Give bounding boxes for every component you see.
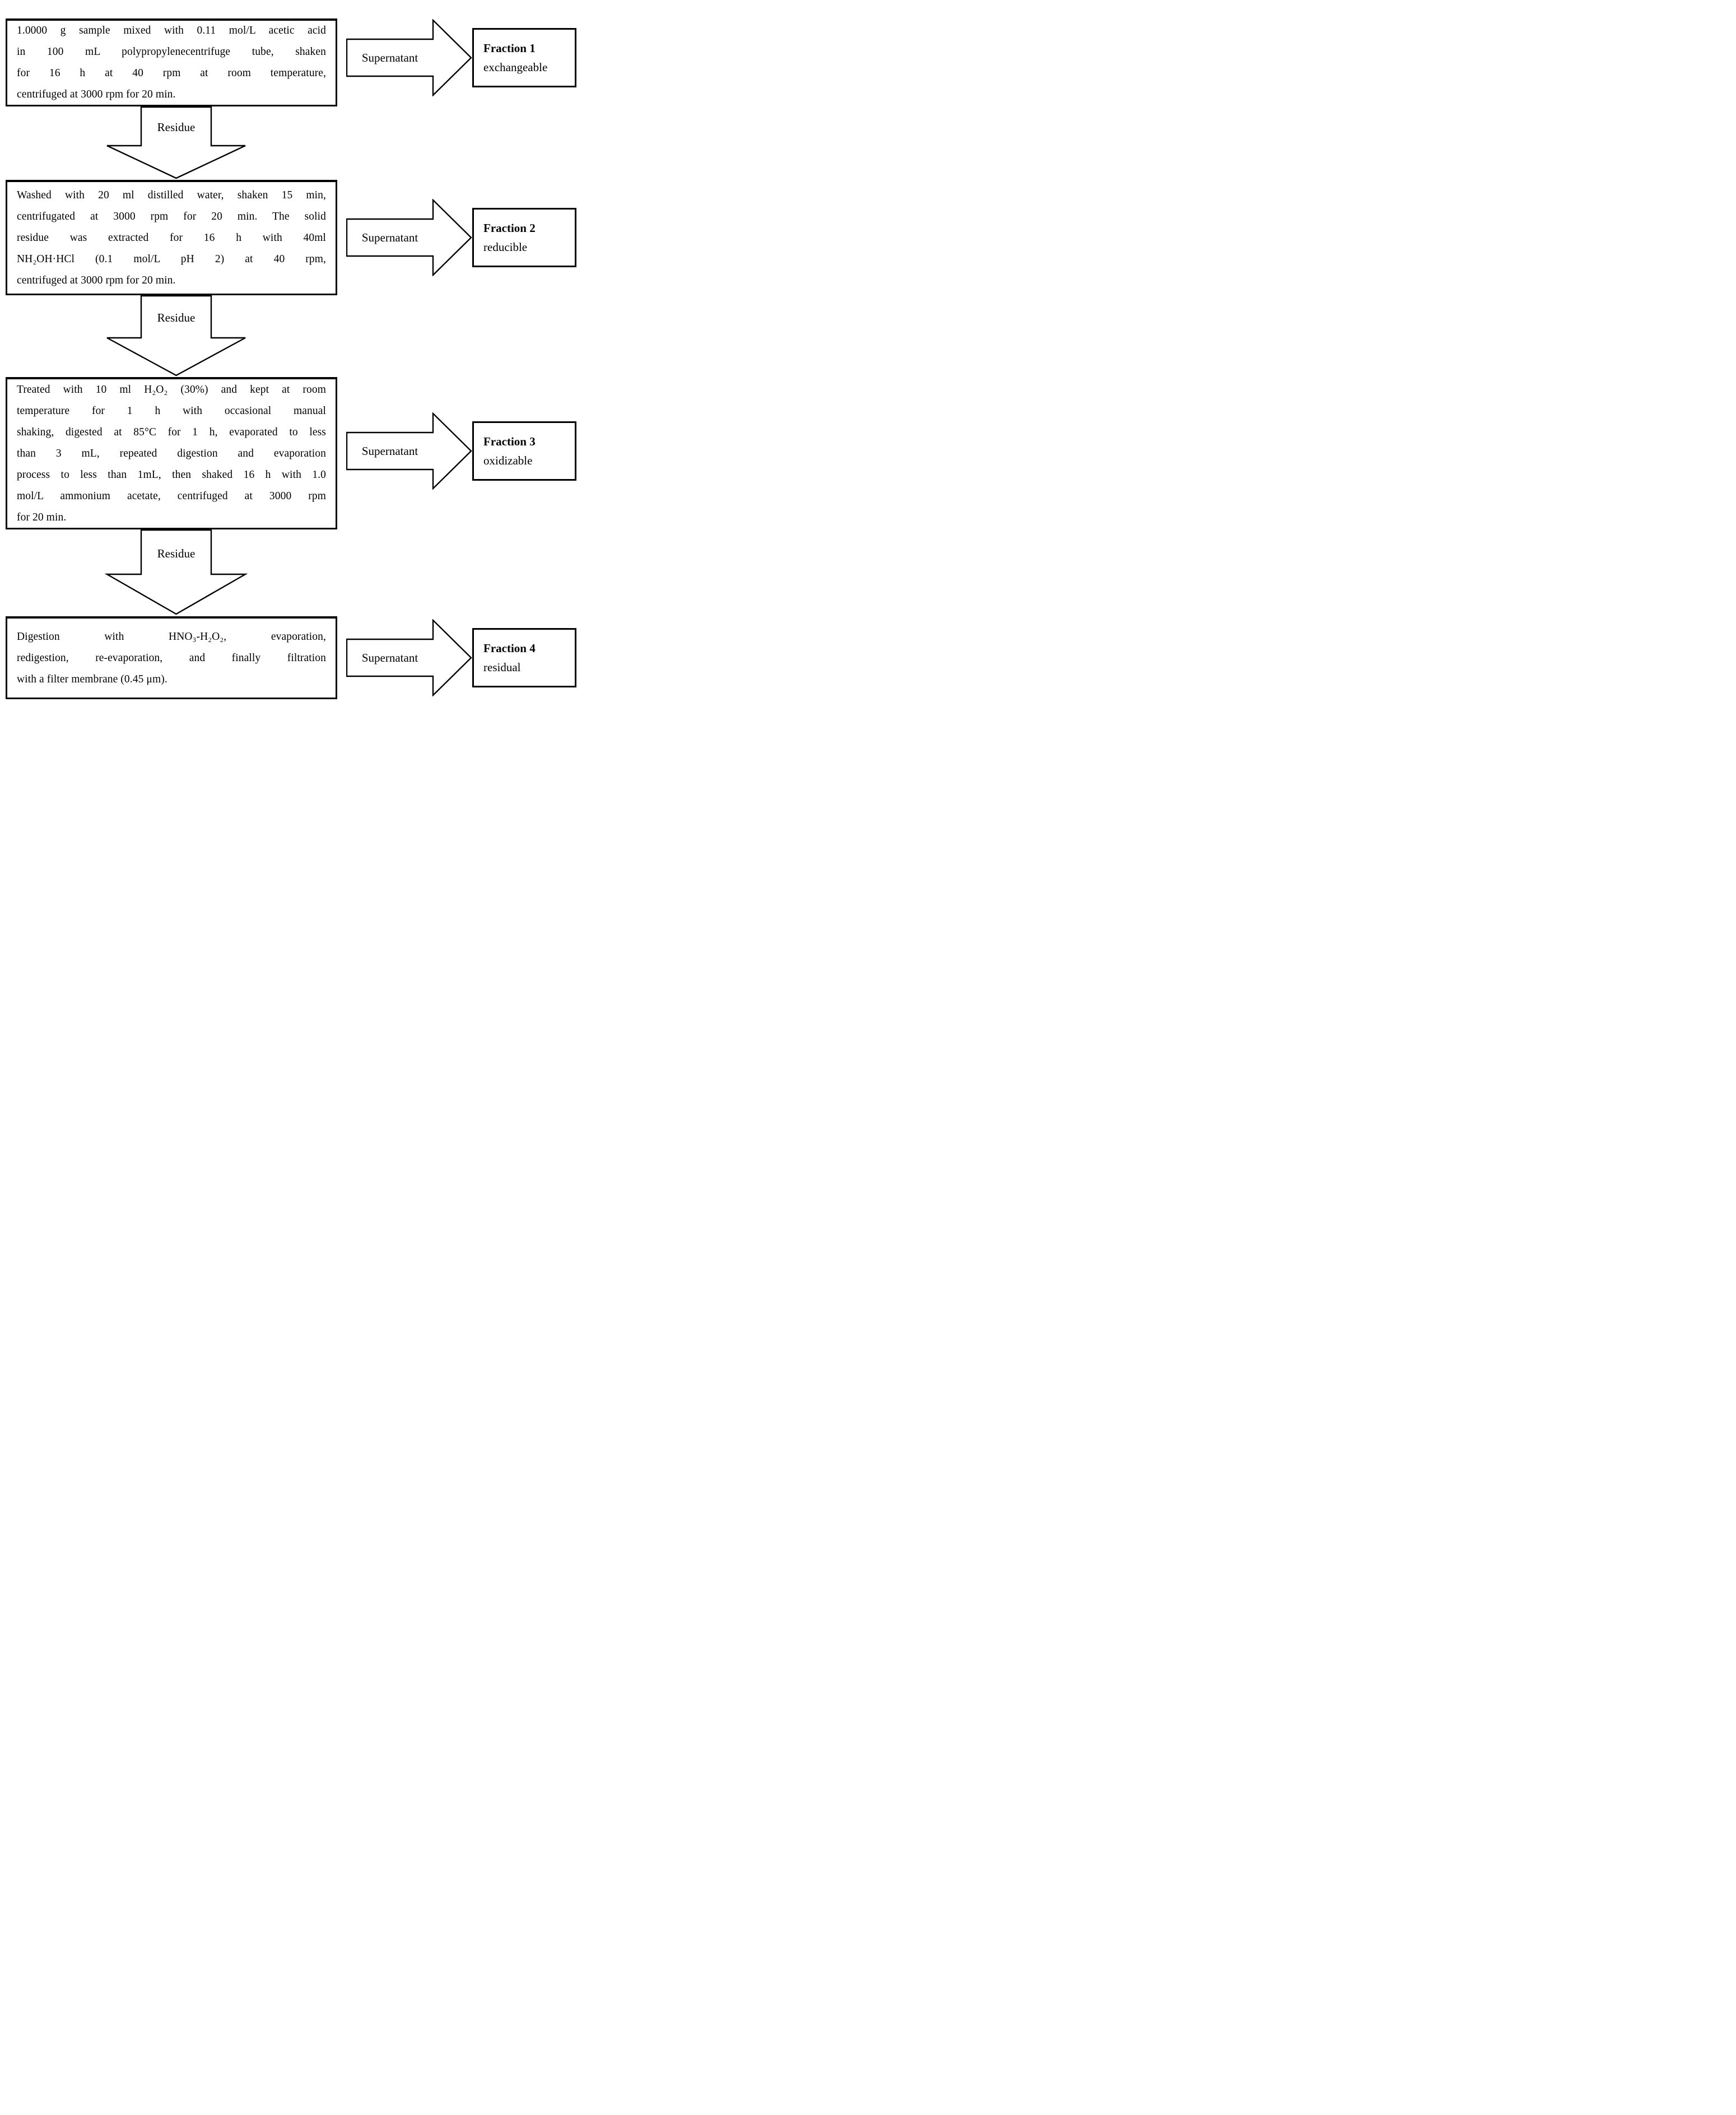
fraction-subtitle-3: oxidizable [483,453,533,467]
process-text-line: temperature for 1 h with occasional manu… [17,405,326,417]
fraction-box-3: Fraction 3 oxidizable [472,421,576,481]
right-block-arrow-shape [346,19,472,96]
process-text-line: centrifuged at 3000 rpm for 20 min. [17,274,176,286]
process-text-line: Digestion with HNO₃-H₂O₂, evaporation, [17,630,326,643]
process-text-line: residue was extracted for 16 h with 40ml [17,231,326,244]
process-text-line: 1.0000 g sample mixed with 0.11 mol/L ac… [17,25,326,36]
process-text-2: Washed with 20 ml distilled water, shake… [7,185,336,291]
residue-arrow-3: Residue [104,529,248,615]
process-text-line: in 100 mL polypropylenecentrifuge tube, … [17,46,326,58]
process-text-4: Digestion with HNO₃-H₂O₂, evaporation, re… [7,626,336,690]
process-text-line: shaking, digested at 85°C for 1 h, evapo… [17,426,326,438]
supernatant-label-3: Supernatant [362,444,418,458]
residue-label-1: Residue [157,120,196,134]
fraction-box-1: Fraction 1 exchangeable [472,28,576,87]
supernatant-label-2: Supernatant [362,231,418,244]
fraction-title-1: Fraction 1 [483,41,536,55]
process-box-4: Digestion with HNO₃-H₂O₂, evaporation, re… [6,616,337,699]
process-text-line: redigestion, re-evaporation, and finally… [17,652,326,664]
process-box-3: Treated with 10 ml H₂O₂ (30%) and kept a… [6,377,337,529]
supernatant-arrow-1: Supernatant [346,19,472,96]
supernatant-label-1: Supernatant [362,51,418,64]
process-text-line: Treated with 10 ml H₂O₂ (30%) and kept a… [17,383,326,396]
process-text-line: than 3 mL, repeated digestion and evapor… [17,447,326,459]
process-text-line: with a filter membrane (0.45 μm). [17,673,167,685]
process-text-1: 1.0000 g sample mixed with 0.11 mol/L ac… [7,20,336,105]
process-text-line: centrifugated at 3000 rpm for 20 min. Th… [17,210,326,222]
right-block-arrow-shape [346,619,472,696]
process-box-2: Washed with 20 ml distilled water, shake… [6,180,337,295]
fraction-box-4: Fraction 4 residual [472,628,576,687]
down-block-arrow-shape [106,106,246,179]
process-text-line: for 20 min. [17,511,67,523]
fraction-title-2: Fraction 2 [483,221,536,235]
fraction-subtitle-2: reducible [483,240,528,254]
process-text-line: for 16 h at 40 rpm at room temperature, [17,67,326,79]
residue-label-2: Residue [157,311,196,324]
residue-arrow-1: Residue [106,106,246,179]
fraction-subtitle-1: exchangeable [483,60,548,74]
process-text-line: NH₂OH·HCl (0.1 mol/L pH 2) at 40 rpm, [17,253,326,265]
residue-label-3: Residue [157,547,196,560]
right-block-arrow-shape [346,412,472,490]
supernatant-arrow-4: Supernatant [346,619,472,696]
sequential-extraction-flowchart: 1.0000 g sample mixed with 0.11 mol/L ac… [0,0,579,705]
fraction-title-4: Fraction 4 [483,641,536,655]
right-block-arrow-shape [346,199,472,276]
residue-arrow-2: Residue [106,295,246,376]
fraction-subtitle-4: residual [483,660,521,674]
process-text-line: Washed with 20 ml distilled water, shake… [17,189,326,201]
supernatant-arrow-3: Supernatant [346,412,472,490]
process-box-1: 1.0000 g sample mixed with 0.11 mol/L ac… [6,18,337,106]
fraction-title-3: Fraction 3 [483,434,536,448]
down-block-arrow-shape [104,529,248,615]
process-text-line: process to less than 1mL, then shaked 16… [17,468,326,481]
fraction-box-2: Fraction 2 reducible [472,208,576,267]
process-text-line: mol/L ammonium acetate, centrifuged at 3… [17,490,326,502]
process-text-3: Treated with 10 ml H₂O₂ (30%) and kept a… [7,379,336,528]
supernatant-label-4: Supernatant [362,651,418,664]
down-block-arrow-shape [106,295,246,376]
supernatant-arrow-2: Supernatant [346,199,472,276]
process-text-line: centrifuged at 3000 rpm for 20 min. [17,89,176,100]
